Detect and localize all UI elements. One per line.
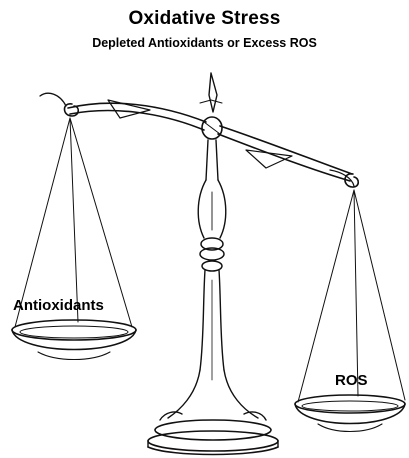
- scale-beam: [40, 93, 354, 186]
- scale-finial: [200, 73, 222, 112]
- scale-pillar: [168, 140, 258, 418]
- ros-label: ROS: [335, 372, 368, 389]
- left-pan: [12, 118, 136, 360]
- right-pan: [295, 190, 405, 432]
- antioxidants-label: Antioxidants: [13, 297, 104, 314]
